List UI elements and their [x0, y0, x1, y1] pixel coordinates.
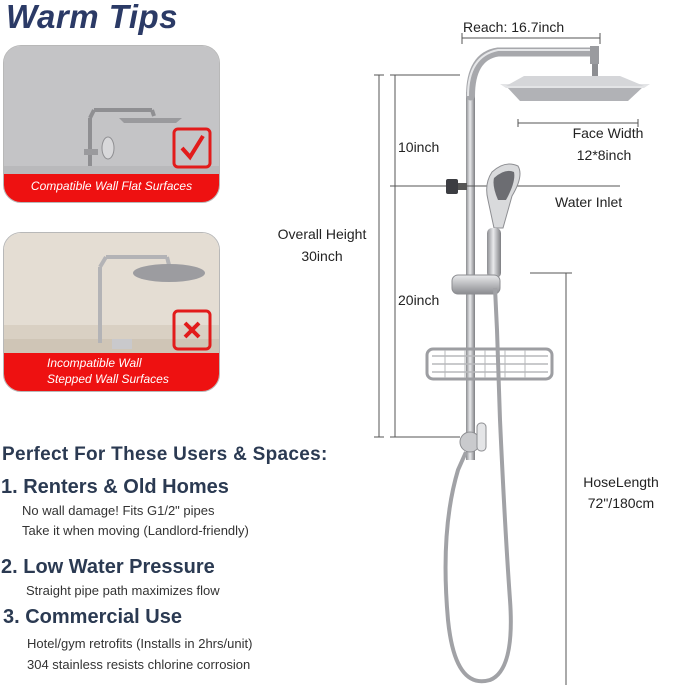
- check-box: [172, 127, 212, 169]
- reach-dimension-line: [461, 33, 601, 44]
- hose-length-label: HoseLength: [583, 474, 659, 490]
- item-line: Straight pipe path maximizes flow: [26, 583, 220, 598]
- item-line: Take it when moving (Landlord-friendly): [22, 523, 249, 538]
- red-banner: [4, 174, 219, 202]
- lower-height-label: 20inch: [398, 292, 440, 308]
- slide-bar-holder: [451, 274, 501, 295]
- face-width-value: 12*8inch: [576, 147, 632, 163]
- incompatible-wall-photo: [4, 233, 219, 391]
- item-line: No wall damage! Fits G1/2" pipes: [22, 503, 215, 518]
- compatible-wall-photo: [4, 46, 219, 202]
- overall-height-value: 30inch: [301, 248, 343, 264]
- upper-height-label: 10inch: [398, 139, 440, 155]
- cross-box: [172, 309, 212, 351]
- water-inlet-label: Water Inlet: [555, 194, 623, 210]
- overall-height-dimension-line: [374, 74, 384, 438]
- rain-shower-head: [506, 86, 644, 101]
- check-icon: [180, 134, 205, 161]
- incompatible-label-2: Stepped Wall Surfaces: [47, 372, 169, 386]
- shower-hose: [443, 287, 513, 684]
- water-inlet-connector: [446, 179, 458, 194]
- hand-shower-handle: [487, 228, 501, 278]
- item-line: Hotel/gym retrofits (Installs in 2hrs/un…: [27, 636, 253, 651]
- hose-length-value: 72"/180cm: [587, 495, 655, 511]
- reach-label: Reach: 16.7inch: [463, 19, 565, 35]
- overall-height-label: Overall Height: [277, 226, 367, 242]
- users-heading: Perfect For These Users & Spaces:: [2, 444, 328, 465]
- hose-length-dimension-line: [530, 272, 572, 685]
- item-line: 304 stainless resists chlorine corrosion: [27, 657, 251, 672]
- face-width-dimension-line: [517, 119, 639, 127]
- compatible-label: Compatible Wall Flat Surfaces: [30, 179, 193, 193]
- compatible-wall-card: Compatible Wall Flat Surfaces: [3, 45, 220, 203]
- incompatible-wall-card: Incompatible Wall Stepped Wall Surfaces: [3, 232, 220, 392]
- incompatible-label-1: Incompatible Wall: [47, 356, 142, 370]
- diverter-lever: [476, 422, 487, 452]
- shower-arm: [466, 47, 597, 101]
- page-title: Warm Tips: [6, 0, 178, 35]
- item-heading-low-pressure: 2. Low Water Pressure: [1, 556, 215, 578]
- face-width-label: Face Width: [572, 125, 644, 141]
- shower-shelf-basket: [425, 347, 554, 381]
- item-heading-commercial: 3. Commercial Use: [3, 606, 182, 628]
- red-banner: [4, 353, 219, 391]
- item-heading-renters: 1. Renters & Old Homes: [1, 476, 229, 498]
